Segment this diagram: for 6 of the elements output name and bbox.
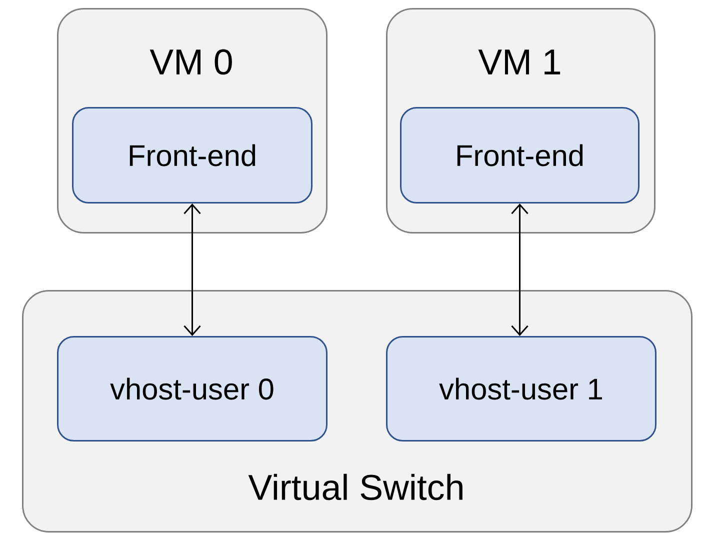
process-box: Front-end — [400, 107, 640, 204]
arrow — [184, 204, 201, 336]
arrow — [511, 204, 528, 336]
process-box: vhost-user 0 — [57, 336, 328, 442]
process-box: vhost-user 1 — [386, 336, 656, 442]
process-box: Front-end — [72, 107, 312, 204]
